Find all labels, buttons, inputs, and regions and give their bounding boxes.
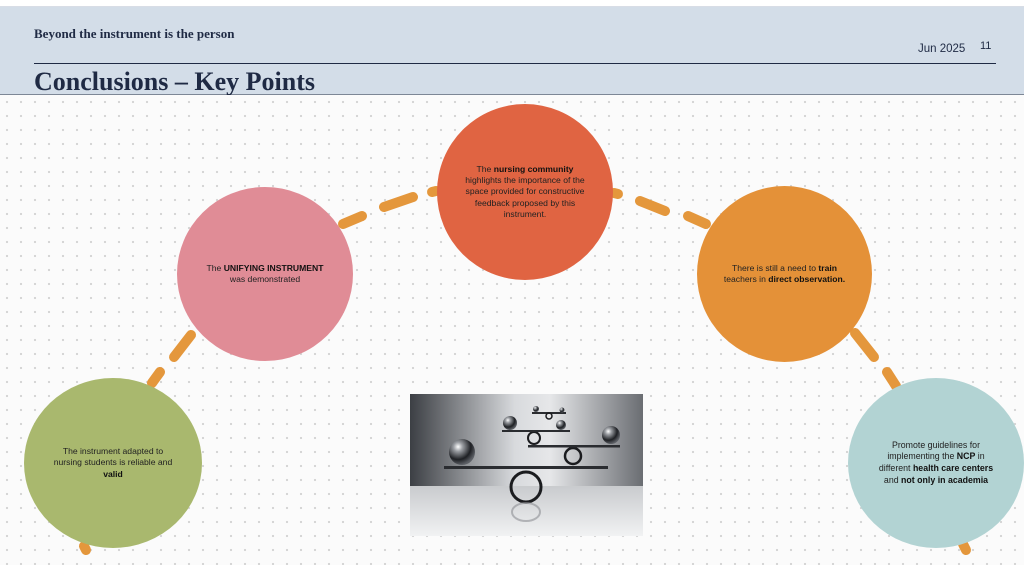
- key-point-3: The nursing community highlights the imp…: [437, 104, 613, 280]
- slide-title: Conclusions – Key Points: [34, 67, 315, 96]
- bottom-strip: [0, 565, 1024, 587]
- balance-spheres-icon: [410, 394, 643, 536]
- key-point-4: There is still a need to train teachers …: [697, 186, 872, 362]
- slide-date: Jun 2025: [918, 43, 966, 55]
- header-divider: [34, 63, 996, 64]
- slide-header: Beyond the instrument is the person Jun …: [0, 7, 1024, 96]
- top-strip: [0, 0, 1024, 7]
- key-point-5: Promote guidelines for implementing the …: [848, 378, 1024, 548]
- slide-number: 11: [980, 40, 992, 52]
- presentation-subtitle: Beyond the instrument is the person: [34, 26, 235, 41]
- key-point-2: The UNIFYING INSTRUMENT was demonstrated: [177, 187, 353, 361]
- key-point-1: The instrument adapted to nursing studen…: [24, 378, 202, 548]
